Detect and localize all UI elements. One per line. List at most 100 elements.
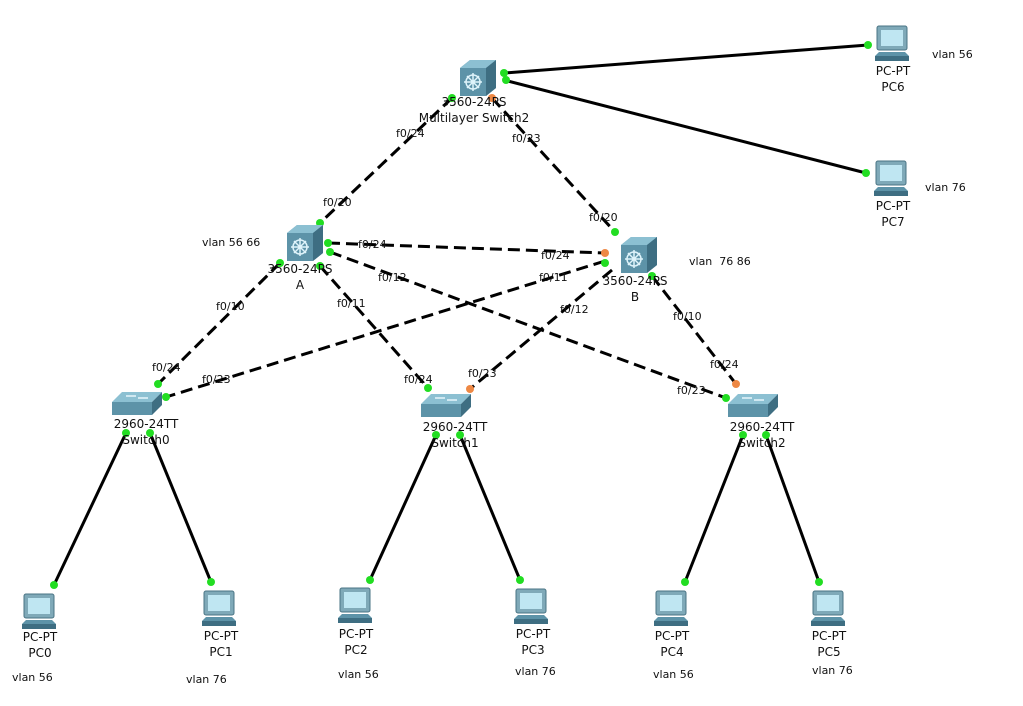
device-model-pc0: PC-PT [23, 630, 58, 644]
port-light [316, 262, 324, 270]
device-model-pc3: PC-PT [516, 627, 551, 641]
port-light [424, 384, 432, 392]
pc-icon [810, 590, 846, 627]
link-a-sw1[interactable] [318, 265, 430, 389]
device-model-pc7: PC-PT [876, 199, 911, 213]
link-b-sw1[interactable] [469, 268, 613, 391]
port-light [502, 76, 510, 84]
link-sw2-pc4[interactable] [683, 434, 745, 583]
port-light-blocking [732, 380, 740, 388]
pc-5[interactable] [810, 590, 846, 627]
port-label: f0/11 [337, 297, 366, 310]
port-label: f0/10 [673, 310, 702, 323]
port-label: f0/20 [323, 196, 352, 209]
vlan-note-pc6: vlan 56 [932, 48, 973, 61]
link-ms2-b[interactable] [490, 96, 617, 234]
switch-1[interactable] [421, 394, 471, 417]
device-name-sw1: Switch1 [431, 436, 478, 450]
pc-icon [201, 590, 237, 627]
link-b-sw2[interactable] [650, 275, 738, 385]
port-light [500, 69, 508, 77]
port-light [162, 393, 170, 401]
vlan-note-b: vlan 76 86 [689, 255, 751, 268]
pc-icon [513, 588, 549, 625]
port-light [648, 272, 656, 280]
multilayer-switch-icon [621, 237, 657, 273]
device-name-pc7: PC7 [881, 215, 904, 229]
link-sw1-pc2[interactable] [368, 434, 438, 581]
port-light [432, 431, 440, 439]
port-label: f0/12 [378, 271, 407, 284]
device-labels: 3560-24PS Multilayer Switch2 3560-24PS A… [23, 64, 911, 660]
link-ms2-a[interactable] [318, 96, 454, 225]
vlan-note-pc0: vlan 56 [12, 671, 53, 684]
pc-icon [337, 587, 373, 624]
port-label: f0/11 [539, 271, 568, 284]
switch-0[interactable] [112, 392, 162, 415]
link-ms2-pc7[interactable] [503, 78, 867, 175]
multilayer-switch-icon [460, 60, 496, 96]
pc-6[interactable] [874, 25, 910, 62]
vlan-note-pc4: vlan 56 [653, 668, 694, 681]
port-light [722, 394, 730, 402]
vlan-note-a: vlan 56 66 [202, 236, 260, 249]
pc-0[interactable] [21, 593, 57, 630]
port-light [276, 259, 284, 267]
pc-1[interactable] [201, 590, 237, 627]
device-name-sw2: Switch2 [738, 436, 785, 450]
port-light [864, 41, 872, 49]
port-light [601, 259, 609, 267]
pc-icon [874, 25, 910, 62]
pc-icon [653, 590, 689, 627]
link-a-sw2[interactable] [329, 250, 727, 400]
switch-icon [421, 394, 471, 417]
pc-2[interactable] [337, 587, 373, 624]
port-light [815, 578, 823, 586]
device-model-pc4: PC-PT [655, 629, 690, 643]
multilayer-switch-b[interactable] [621, 237, 657, 273]
port-label: f0/24 [396, 127, 425, 140]
device-name-pc4: PC4 [660, 645, 683, 659]
port-light-blocking [601, 249, 609, 257]
port-label: f0/23 [468, 367, 497, 380]
port-label: f0/23 [677, 384, 706, 397]
multilayer-switch-ms2[interactable] [460, 60, 496, 96]
link-a-sw0[interactable] [156, 261, 282, 386]
port-light [681, 578, 689, 586]
switch-2[interactable] [728, 394, 778, 417]
link-sw1-pc3[interactable] [458, 434, 522, 581]
port-light [50, 581, 58, 589]
link-sw2-pc5[interactable] [764, 434, 821, 583]
pc-3[interactable] [513, 588, 549, 625]
port-light [448, 94, 456, 102]
link-a-b[interactable] [327, 241, 606, 255]
device-model-sw2: 2960-24TT [730, 420, 795, 434]
pc-7[interactable] [873, 160, 909, 197]
port-light [207, 578, 215, 586]
port-light-blocking [466, 385, 474, 393]
port-light [862, 169, 870, 177]
link-ms2-pc6[interactable] [503, 43, 869, 75]
multilayer-switch-icon [287, 225, 323, 261]
device-name-b: B [631, 290, 639, 304]
device-name-pc1: PC1 [209, 645, 232, 659]
link-b-sw0[interactable] [165, 259, 606, 399]
vlan-note-pc5: vlan 76 [812, 664, 853, 677]
port-light [611, 228, 619, 236]
device-model-ms2: 3560-24PS [442, 95, 507, 109]
vlan-note-pc3: vlan 76 [515, 665, 556, 678]
pc-4[interactable] [653, 590, 689, 627]
multilayer-switch-a[interactable] [287, 225, 323, 261]
device-name-pc6: PC6 [881, 80, 904, 94]
port-light [122, 429, 130, 437]
link-sw0-pc1[interactable] [148, 432, 213, 583]
port-light [739, 431, 747, 439]
device-model-pc6: PC-PT [876, 64, 911, 78]
device-name-pc3: PC3 [521, 643, 544, 657]
pc-icon [873, 160, 909, 197]
port-light [154, 380, 162, 388]
port-light-blocking [488, 94, 496, 102]
device-model-pc5: PC-PT [812, 629, 847, 643]
link-sw0-pc0[interactable] [52, 432, 128, 586]
